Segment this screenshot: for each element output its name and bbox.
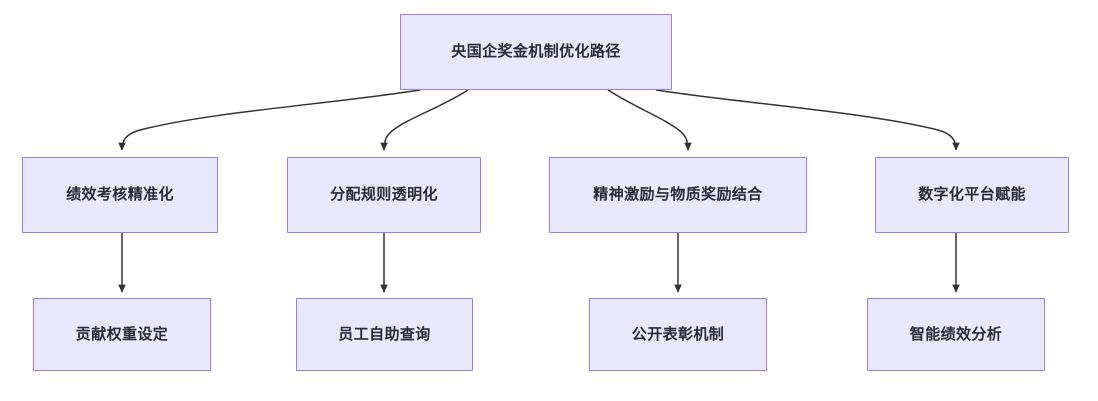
node-leaf-4-label: 智能绩效分析 [909, 325, 1003, 343]
node-branch-1-label: 绩效考核精准化 [66, 186, 174, 203]
node-branch-2[interactable]: 分配规则透明化 [287, 157, 481, 233]
node-leaf-2-label: 员工自助查询 [338, 325, 431, 343]
node-root[interactable]: 央国企奖金机制优化路径 [400, 14, 672, 90]
node-branch-4[interactable]: 数字化平台赋能 [875, 157, 1069, 233]
node-leaf-3[interactable]: 公开表彰机制 [589, 298, 767, 371]
edge-root-to-branch-1 [118, 89, 421, 151]
node-leaf-1[interactable]: 贡献权重设定 [33, 298, 211, 371]
edge-root-to-branch-4 [655, 89, 960, 151]
node-leaf-4[interactable]: 智能绩效分析 [867, 298, 1045, 371]
edge-root-to-branch-2 [380, 89, 469, 151]
node-branch-3-label: 精神激励与物质奖励结合 [593, 186, 763, 203]
node-root-label: 央国企奖金机制优化路径 [451, 43, 621, 60]
node-branch-4-label: 数字化平台赋能 [918, 186, 1026, 203]
node-branch-1[interactable]: 绩效考核精准化 [22, 157, 218, 233]
node-leaf-3-label: 公开表彰机制 [631, 325, 725, 343]
node-leaf-1-label: 贡献权重设定 [75, 325, 169, 343]
node-branch-2-label: 分配规则透明化 [330, 186, 438, 203]
node-branch-3[interactable]: 精神激励与物质奖励结合 [549, 157, 807, 233]
node-leaf-2[interactable]: 员工自助查询 [296, 298, 473, 371]
edge-root-to-branch-3 [607, 89, 692, 151]
